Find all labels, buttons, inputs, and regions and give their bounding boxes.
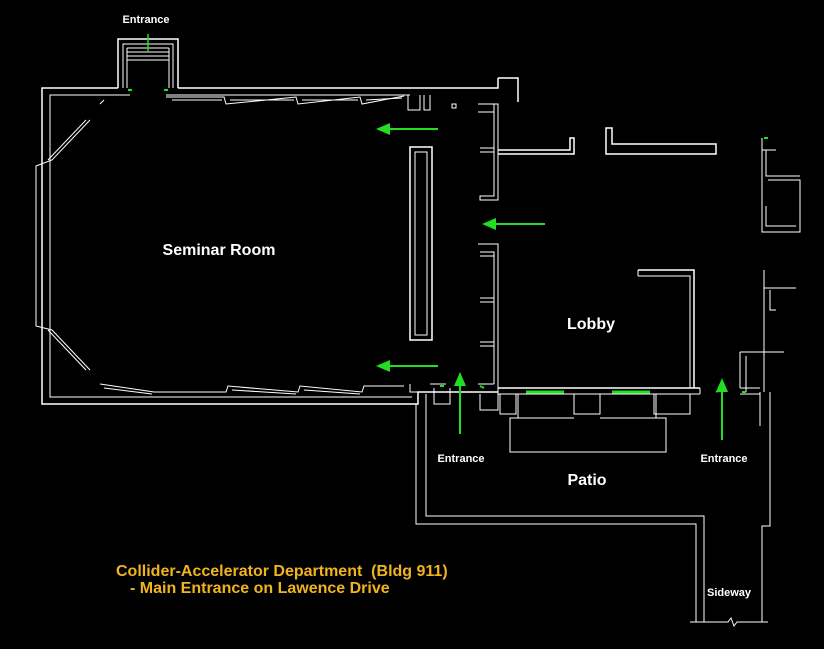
- arrow-icon: [482, 218, 545, 230]
- caption-subtitle: - Main Entrance on Lawence Drive: [130, 580, 390, 597]
- arrow-icon: [376, 360, 438, 372]
- top-entrance-vestibule: [117, 34, 179, 91]
- seminar-room-label: Seminar Room: [163, 242, 276, 259]
- corridor-walls: [430, 77, 519, 405]
- arrow-icon: [454, 372, 466, 434]
- lobby-label: Lobby: [567, 316, 615, 333]
- entrance-right-label: Entrance: [700, 453, 747, 465]
- patio-sideway-walls: [415, 388, 771, 628]
- caption-title: Collider-Accelerator Department (Bldg 91…: [116, 563, 448, 580]
- doors: [440, 137, 768, 394]
- patio-label: Patio: [567, 472, 606, 489]
- seminar-room-walls: [35, 78, 499, 405]
- lobby-walls: [498, 127, 801, 453]
- arrow-icon: [376, 123, 438, 135]
- arrow-icon: [716, 378, 728, 440]
- entrance-top-label: Entrance: [122, 14, 169, 26]
- sideway-label: Sideway: [707, 587, 752, 599]
- entrance-left-label: Entrance: [437, 453, 484, 465]
